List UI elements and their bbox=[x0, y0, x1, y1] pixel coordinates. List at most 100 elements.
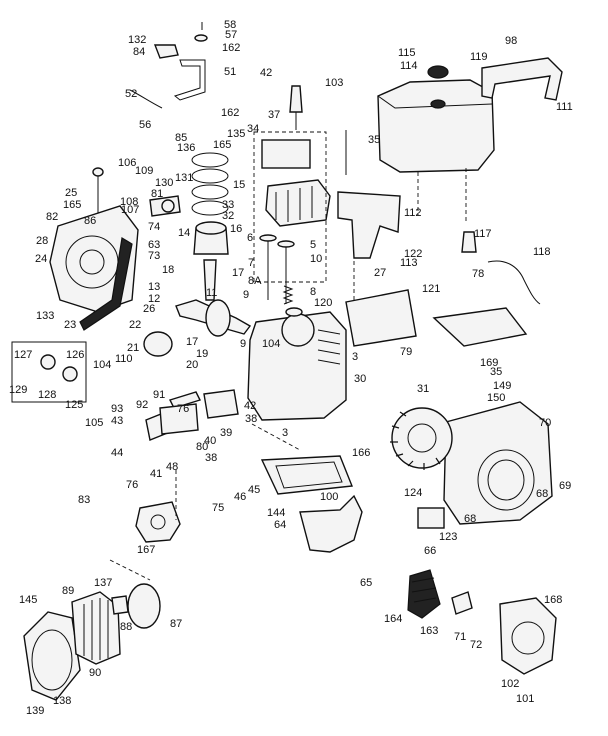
part-label: 15 bbox=[233, 179, 245, 191]
part-label: 23 bbox=[64, 319, 76, 331]
cylinder-bore bbox=[281, 313, 315, 347]
wire-part bbox=[129, 89, 163, 109]
part-label: 86 bbox=[84, 215, 96, 227]
fuel-line bbox=[487, 260, 541, 305]
part-label: 68 bbox=[536, 488, 548, 500]
part-label: 19 bbox=[196, 348, 208, 360]
part-label: 117 bbox=[474, 228, 492, 240]
part-label: 91 bbox=[153, 389, 165, 401]
cooling-fins bbox=[317, 329, 341, 365]
part-label: 38 bbox=[205, 452, 217, 464]
part-label: 100 bbox=[320, 491, 338, 503]
bracket-part bbox=[153, 44, 179, 59]
part-label: 76 bbox=[177, 403, 189, 415]
part-label: 98 bbox=[505, 35, 517, 47]
rewind-starter bbox=[499, 597, 557, 675]
starter-cup bbox=[407, 569, 441, 619]
part-label: 27 bbox=[374, 267, 386, 279]
tank-neck bbox=[430, 99, 446, 109]
part-label: 108 bbox=[120, 196, 138, 208]
cam-gear bbox=[143, 331, 173, 357]
tappet-cover bbox=[203, 389, 239, 419]
part-label: 12 bbox=[148, 293, 160, 305]
part-label: 39 bbox=[220, 427, 232, 439]
part-label: 136 bbox=[177, 142, 195, 154]
part-label: 102 bbox=[501, 678, 519, 690]
part-label: 84 bbox=[133, 46, 145, 58]
part-label: 35 bbox=[490, 366, 502, 378]
part-label: 135 bbox=[227, 128, 245, 140]
part-label: 10 bbox=[310, 253, 322, 265]
starter-bracket bbox=[417, 507, 445, 529]
part-label: 69 bbox=[559, 480, 571, 492]
part-label: 125 bbox=[65, 399, 83, 411]
part-label: 22 bbox=[129, 319, 141, 331]
part-label: 46 bbox=[234, 491, 246, 503]
part-label: 87 bbox=[170, 618, 182, 630]
part-label: 26 bbox=[143, 303, 155, 315]
part-label: 150 bbox=[487, 392, 505, 404]
part-label: 78 bbox=[472, 268, 484, 280]
part-label: 127 bbox=[14, 349, 32, 361]
part-label: 42 bbox=[260, 67, 272, 79]
part-label: 3 bbox=[282, 427, 288, 439]
inset-box bbox=[11, 341, 87, 403]
part-label: 3 bbox=[352, 351, 358, 363]
part-label: 66 bbox=[424, 545, 436, 557]
part-label: 44 bbox=[111, 447, 123, 459]
part-label: 17 bbox=[186, 336, 198, 348]
gasket-rect bbox=[111, 595, 129, 615]
part-label: 58 bbox=[224, 19, 236, 31]
fuel-shutoff bbox=[461, 231, 477, 253]
part-label: 103 bbox=[325, 77, 343, 89]
cylinder-head-cover bbox=[261, 139, 311, 169]
part-label: 8 bbox=[310, 286, 316, 298]
part-label: 104 bbox=[93, 359, 111, 371]
part-label: 145 bbox=[19, 594, 37, 606]
part-label: 34 bbox=[247, 123, 259, 135]
part-label: 167 bbox=[137, 544, 155, 556]
lever-part bbox=[173, 59, 206, 101]
part-label: 114 bbox=[400, 60, 418, 72]
linkage-part bbox=[169, 391, 201, 409]
part-label: 32 bbox=[222, 210, 234, 222]
part-label: 33 bbox=[222, 199, 234, 211]
part-label: 122 bbox=[404, 248, 422, 260]
part-label: 16 bbox=[230, 223, 242, 235]
part-label: 113 bbox=[400, 257, 418, 269]
part-label: 128 bbox=[38, 389, 56, 401]
deflector-part bbox=[432, 307, 528, 347]
part-label: 139 bbox=[26, 705, 44, 717]
air-cleaner-base bbox=[127, 583, 161, 629]
part-label: 63 bbox=[148, 239, 160, 251]
part-label: 120 bbox=[314, 297, 332, 309]
part-label: 25 bbox=[65, 187, 77, 199]
base-plate bbox=[260, 455, 353, 495]
part-label: 164 bbox=[384, 613, 402, 625]
part-label: 9 bbox=[243, 289, 249, 301]
part-label: 52 bbox=[125, 88, 137, 100]
filter-pleats bbox=[83, 598, 109, 660]
flywheel-fins bbox=[390, 411, 441, 470]
part-label: 45 bbox=[248, 484, 260, 496]
part-label: 133 bbox=[36, 310, 54, 322]
part-label: 6 bbox=[247, 232, 253, 244]
piston-rings bbox=[191, 152, 229, 216]
part-label: 17 bbox=[232, 267, 244, 279]
part-label: 76 bbox=[126, 479, 138, 491]
part-label: 138 bbox=[53, 695, 71, 707]
part-label: 163 bbox=[420, 625, 438, 637]
washer-part bbox=[194, 34, 208, 42]
part-label: 88 bbox=[120, 621, 132, 633]
part-label: 131 bbox=[175, 172, 193, 184]
part-label: 40 bbox=[204, 435, 216, 447]
part-label: 168 bbox=[544, 594, 562, 606]
part-label: 144 bbox=[267, 507, 285, 519]
part-label: 123 bbox=[439, 531, 457, 543]
part-label: 20 bbox=[186, 359, 198, 371]
part-label: 166 bbox=[352, 447, 370, 459]
part-label: 64 bbox=[274, 519, 286, 531]
part-label: 24 bbox=[35, 253, 47, 265]
skid-guard bbox=[299, 494, 363, 553]
